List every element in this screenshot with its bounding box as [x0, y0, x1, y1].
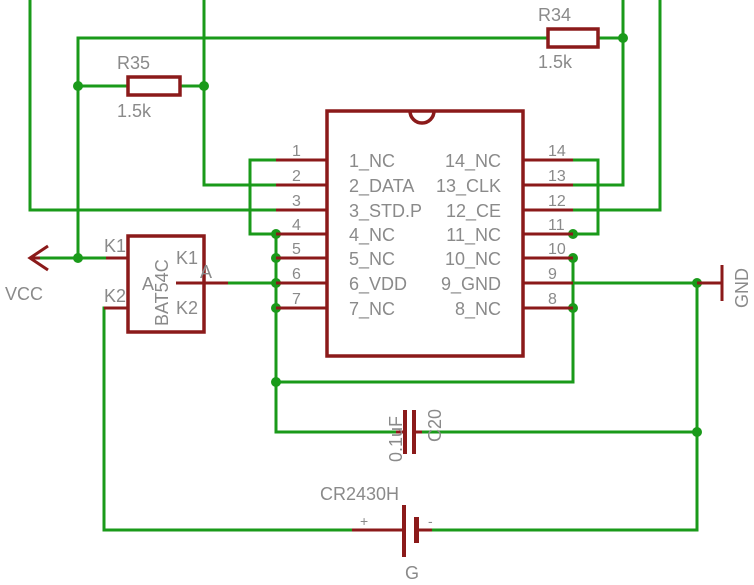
junction-dot: [73, 81, 83, 91]
diode-label-a-outer: A: [200, 262, 212, 282]
ic-pin-number: 6: [292, 266, 301, 283]
ic-pin-name: 3_STD.P: [349, 201, 422, 222]
battery-plus-label: +: [360, 513, 368, 529]
ic-pin-number: 9: [548, 266, 557, 283]
resistor-r35-ref: R35: [117, 53, 150, 73]
ic-pin-name: 9_GND: [441, 274, 501, 295]
battery-cr2430h: CR2430H + - G: [320, 484, 433, 583]
c20-plate-right: [412, 410, 416, 454]
capacitor-c20: C20 0.1uF: [386, 409, 445, 462]
diode-bat54c: K1 K2 A K1 K2 A BAT54C: [104, 234, 228, 334]
vcc-symbol: VCC: [5, 244, 49, 304]
wire-gnd-vertical: [428, 281, 699, 532]
battery-net-label: G: [405, 563, 419, 583]
battery-plate-short: [414, 517, 419, 543]
diode-ref: BAT54C: [152, 259, 172, 326]
ic-pin-number: 11: [548, 217, 565, 234]
diode-label-k1-outer: K1: [104, 236, 126, 256]
ic-pin-name: 5_NC: [349, 249, 395, 270]
diode-label-a-inner: A: [142, 274, 154, 294]
gnd-symbol: GND: [697, 265, 752, 308]
resistor-r34-body: [546, 27, 600, 49]
wire-top-right-pin12: [571, 0, 662, 212]
ic-pin-number: 8: [548, 291, 557, 308]
junction-dot: [271, 377, 281, 387]
junction-dot: [618, 33, 628, 43]
ic-pin-number: 13: [548, 168, 566, 185]
ic-pin-name: 10_NC: [445, 249, 501, 270]
wire-pin1-pin4-loop: [248, 158, 278, 236]
ic-chip: 1 2 3 4 5 6 7 14 13 12 11 10 9 8 1_NC 2_…: [276, 109, 573, 358]
wire-right-bus: [274, 256, 575, 384]
wire-pin14-pin11-loop: [571, 158, 600, 236]
junction-dot: [73, 253, 83, 263]
ic-pin-number: 3: [292, 193, 301, 210]
ic-pin-number: 1: [292, 143, 301, 160]
ic-pin-number: 2: [292, 168, 301, 185]
ic-pin-name: 12_CE: [446, 201, 501, 222]
battery-ref: CR2430H: [320, 484, 399, 504]
diode-label-k2-inner: K2: [176, 298, 198, 318]
ic-pin-number: 5: [292, 241, 301, 258]
ic-pin-name: 1_NC: [349, 151, 395, 172]
junction-dot: [199, 81, 209, 91]
ic-pin-name: 8_NC: [455, 299, 501, 320]
ic-notch-icon: [408, 110, 436, 125]
gnd-label: GND: [732, 268, 752, 308]
c20-plate-left: [403, 410, 407, 454]
ic-pin-name: 2_DATA: [349, 176, 414, 197]
ic-pin-number: 14: [548, 143, 566, 160]
ic-pin-number: 4: [292, 217, 301, 234]
resistor-r35-body: [126, 75, 182, 97]
ic-pin-number: 12: [548, 193, 566, 210]
ic-pin-name: 4_NC: [349, 225, 395, 246]
ic-pin-number: 7: [292, 291, 301, 308]
diode-label-k1-inner: K1: [176, 248, 198, 268]
wire-r34-pin13-net: [571, 0, 625, 187]
resistor-r35: R35 1.5k: [117, 53, 182, 121]
c20-value: 0.1uF: [386, 416, 406, 462]
ic-pin-name: 13_CLK: [436, 176, 501, 197]
junction-dot: [692, 427, 702, 437]
resistor-r34-value: 1.5k: [538, 52, 573, 72]
battery-plate-long: [402, 505, 406, 557]
ic-pin-name: 6_VDD: [349, 274, 407, 295]
resistor-r34-ref: R34: [538, 5, 571, 25]
vcc-label: VCC: [5, 284, 43, 304]
battery-minus-label: -: [428, 513, 433, 529]
ic-pin-name: 11_NC: [446, 225, 501, 246]
ic-pin-name: 7_NC: [349, 299, 395, 320]
wires: [28, 0, 722, 532]
resistor-r35-value: 1.5k: [117, 101, 152, 121]
wire-r35-pin2-net: [202, 0, 278, 187]
diode-label-k2-outer: K2: [104, 286, 126, 306]
ic-pin-number: 10: [548, 241, 566, 258]
resistor-r34: R34 1.5k: [538, 5, 600, 72]
ic-pin-name: 14_NC: [445, 151, 501, 172]
c20-ref: C20: [425, 409, 445, 442]
wire-top-left-loop: [28, 0, 278, 212]
